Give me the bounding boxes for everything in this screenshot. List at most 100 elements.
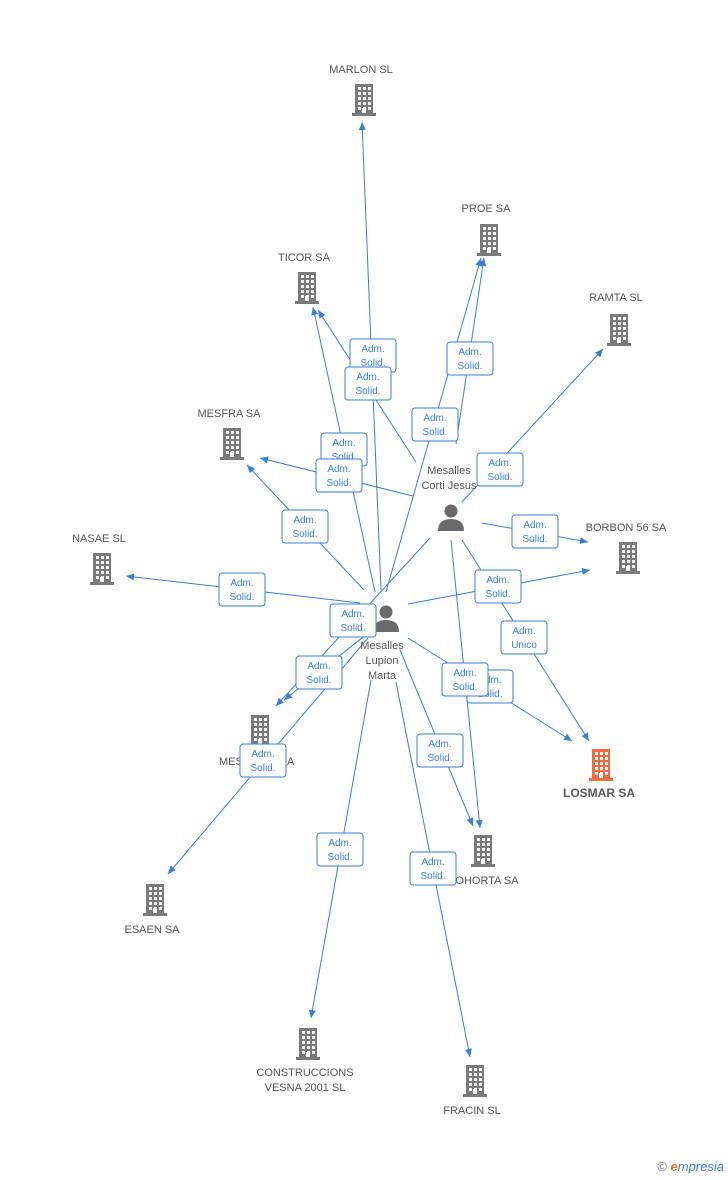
relation-label-text: Adm. — [486, 575, 509, 586]
edge-arrowhead — [318, 310, 326, 319]
company-node-nasae[interactable]: NASAE SL — [72, 533, 126, 585]
relation-label-text: Solid. — [326, 478, 351, 489]
relation-label-box — [329, 603, 377, 638]
company-node-ramta[interactable]: RAMTA SL — [589, 292, 643, 346]
relation-label-box — [315, 458, 363, 493]
relation-label-text: Adm. — [230, 578, 253, 589]
person-icon — [438, 504, 464, 531]
relation-label-marta-borbon[interactable]: Adm.Solid. — [474, 569, 522, 604]
relation-label-box — [416, 733, 464, 768]
relation-label-box — [411, 407, 459, 442]
relation-label-text: Adm. — [361, 344, 384, 355]
edge-arrowhead — [284, 692, 293, 700]
person-icon — [373, 605, 399, 632]
company-node-mesfra[interactable]: MESFRA SA — [198, 408, 262, 460]
node-label-line: Mesalles — [427, 465, 471, 477]
building-icon — [90, 553, 114, 585]
node-label-line: PROE SA — [462, 203, 512, 215]
node-label-line: FRACIN SL — [443, 1105, 500, 1117]
node-label-line: MARLON SL — [329, 64, 393, 76]
relation-label-box — [500, 620, 548, 655]
relation-label-marta-mes_a[interactable]: Adm.Solid. — [329, 603, 377, 638]
node-label-line: ESAEN SA — [124, 924, 180, 936]
relation-label-text: Solid. — [420, 871, 445, 882]
relation-label-text: Solid. — [355, 386, 380, 397]
relation-label-text: Solid. — [331, 452, 356, 463]
edge-arrowhead — [595, 349, 603, 358]
relation-label-box — [409, 851, 457, 886]
relation-label-text: Adm. — [428, 739, 451, 750]
company-node-esaen[interactable]: ESAEN SA — [124, 884, 180, 936]
building-icon — [220, 428, 244, 460]
relation-label-box — [474, 569, 522, 604]
brand-logo-text[interactable]: mpresia — [677, 1159, 724, 1174]
relation-label-box — [344, 366, 392, 401]
company-node-ohorta[interactable]: OHORTA SA — [455, 835, 519, 887]
building-icon — [143, 884, 167, 916]
relation-label-marta-ticor[interactable]: Adm. Solid. — [344, 366, 392, 401]
relation-label-marta-mesfra[interactable]: Adm.Solid. — [281, 509, 329, 544]
relation-label-text: Solid. — [452, 682, 477, 693]
relation-label-jesus-borbon[interactable]: Adm.Solid. — [511, 514, 559, 549]
brand-logo-e[interactable]: e — [670, 1159, 678, 1174]
relation-label-jesus-losmar[interactable]: Adm.Unico — [500, 620, 548, 655]
node-label-line: NASAE SL — [72, 533, 126, 545]
relation-label-marta-fracin[interactable]: Adm.Solid. — [409, 851, 457, 886]
relation-label-marta-esaen[interactable]: Adm. Solid. — [239, 743, 287, 778]
relation-label-text: Adm. — [523, 520, 546, 531]
relation-label-text: Adm. — [293, 515, 316, 526]
relation-label-box — [281, 509, 329, 544]
relation-label-box — [441, 662, 489, 697]
edge-arrowhead — [247, 465, 256, 474]
relation-label-text: Solid. — [306, 675, 331, 686]
relation-label-text: Adm. — [423, 413, 446, 424]
relation-label-marta-ohorta[interactable]: Adm. Solid. — [416, 733, 464, 768]
company-node-marlon[interactable]: MARLON SL — [329, 64, 393, 116]
relation-label-jesus-ohorta[interactable]: Adm. Solid. — [441, 662, 489, 697]
edge-labels-layer: Adm. Solid. Adm. Solid. Adm. Solid. Adm. Solid.… — [218, 338, 559, 886]
edge-arrowhead — [563, 733, 572, 741]
edges-layer — [125, 121, 604, 1058]
relation-label-box — [239, 743, 287, 778]
edge-arrowhead — [579, 537, 588, 545]
edge-arrowhead — [581, 568, 590, 575]
relation-label-jesus-ticor[interactable]: Adm. Solid. — [320, 432, 368, 467]
relation-label-text: Adm. — [251, 749, 274, 760]
edge-arrowhead — [168, 865, 176, 874]
node-label-line: MES — [219, 756, 243, 768]
relation-label-text: Adm. — [453, 668, 476, 679]
relation-label-marta-construcciones[interactable]: Adm.Solid. — [316, 832, 364, 867]
relation-label-jesus-ramta[interactable]: Adm.Solid. — [476, 452, 524, 487]
relation-label-text: Solid. — [250, 763, 275, 774]
edge-arrowhead — [479, 258, 487, 267]
relation-label-jesus-proe[interactable]: Adm.Solid. — [411, 407, 459, 442]
relation-label-marta-nasae[interactable]: Adm.Solid. — [218, 572, 266, 607]
edge-arrowhead — [465, 1048, 472, 1057]
relation-label-text: Adm. — [356, 372, 379, 383]
company-node-proe[interactable]: PROE SA — [462, 203, 512, 256]
copyright-symbol: © — [657, 1159, 667, 1174]
building-icon — [616, 542, 640, 574]
relation-label-marta-proe[interactable]: Adm.Solid. — [446, 341, 494, 376]
company-node-ticor[interactable]: TICOR SA — [278, 252, 331, 304]
relation-label-text: Solid. — [427, 753, 452, 764]
company-node-losmar[interactable]: LOSMAR SA — [563, 749, 635, 800]
node-label-line: BORBON 56 SA — [586, 522, 667, 534]
relation-label-box — [446, 341, 494, 376]
relation-label-text: Adm. — [332, 438, 355, 449]
node-label-line: LOSMAR SA — [563, 786, 635, 800]
relation-label-jesus-mes_a[interactable]: Adm.Solid. — [295, 655, 343, 690]
relation-label-text: Adm. — [341, 609, 364, 620]
relation-label-box — [218, 572, 266, 607]
company-node-fracin[interactable]: FRACIN SL — [443, 1065, 501, 1117]
relation-label-box — [511, 514, 559, 549]
relation-label-jesus-mesfra[interactable]: Adm.Solid. — [315, 458, 363, 493]
company-node-borbon[interactable]: BORBON 56 SA — [586, 522, 667, 574]
node-label-line: CONSTRUCCIONS — [256, 1067, 353, 1079]
building-icon — [296, 1028, 320, 1060]
building-icon — [607, 314, 631, 346]
